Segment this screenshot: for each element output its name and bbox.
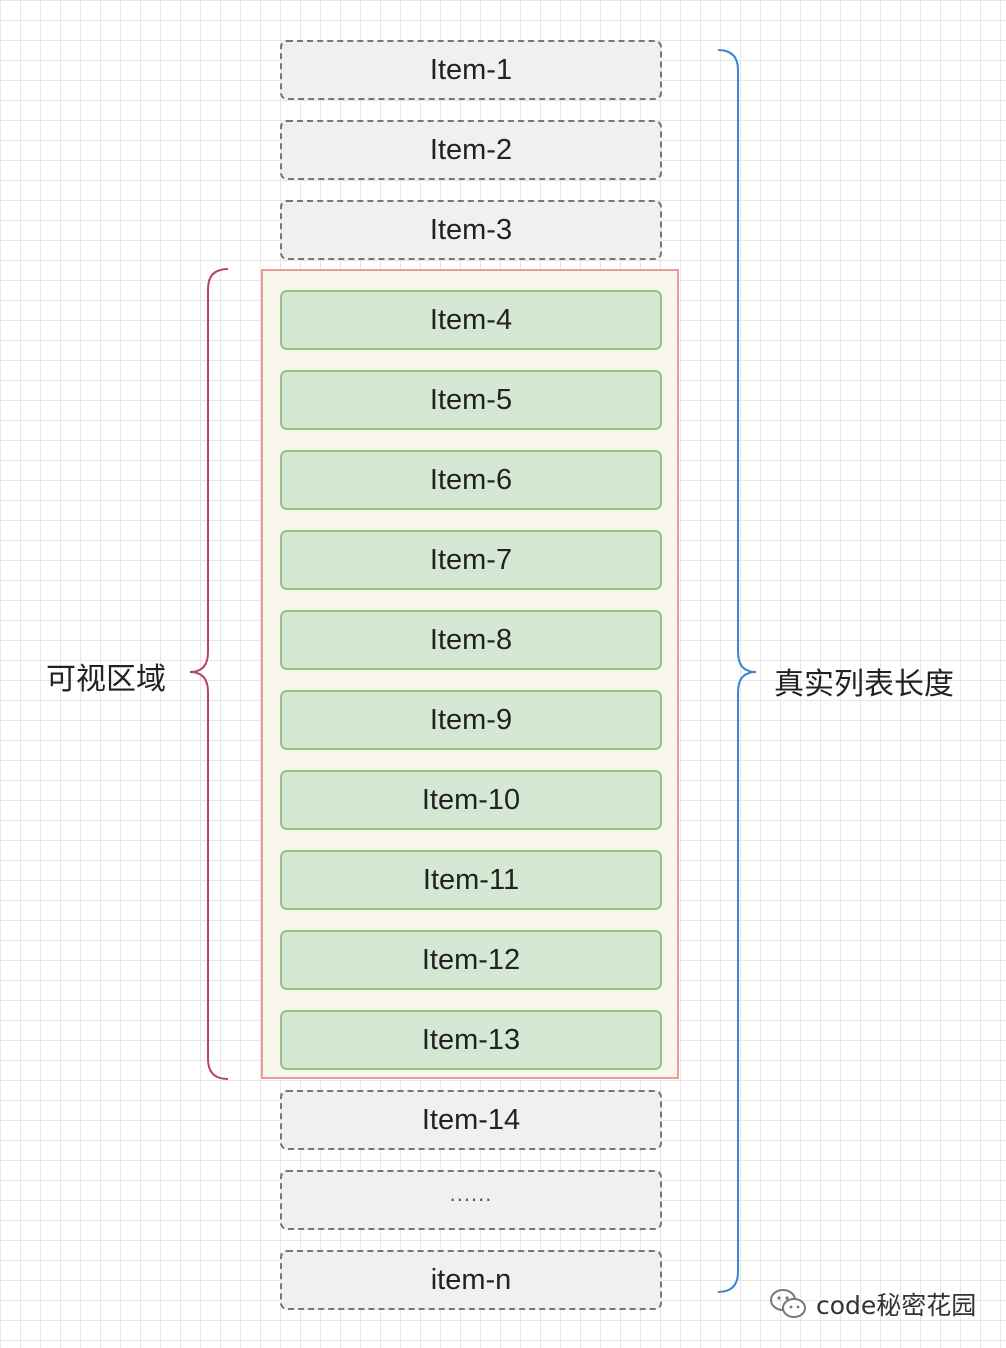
visible-list-item: Item-13 bbox=[280, 1010, 662, 1070]
list-item-label: Item-12 bbox=[421, 943, 521, 976]
visible-list-item: Item-11 bbox=[280, 850, 662, 910]
visible-list-item: Item-6 bbox=[280, 450, 662, 510]
hidden-list-item: Item-14 bbox=[280, 1090, 662, 1150]
visible-list-item: Item-12 bbox=[280, 930, 662, 990]
list-item-label: Item-7 bbox=[429, 543, 513, 576]
list-item-label: item-n bbox=[430, 1263, 512, 1296]
list-item-label: Item-11 bbox=[422, 863, 520, 896]
hidden-list-item: Item-3 bbox=[280, 200, 662, 260]
list-item-label: Item-13 bbox=[421, 1023, 521, 1056]
visible-area-brace bbox=[189, 268, 229, 1080]
list-item-label: Item-3 bbox=[429, 213, 513, 246]
visible-area-label: 可视区域 bbox=[46, 662, 166, 697]
visible-list-item: Item-10 bbox=[280, 770, 662, 830]
list-item-label: ...... bbox=[449, 1181, 493, 1206]
list-item-label: Item-8 bbox=[429, 623, 513, 656]
list-item-label: Item-5 bbox=[429, 383, 513, 416]
visible-list-item: Item-7 bbox=[280, 530, 662, 590]
real-list-length-label: 真实列表长度 bbox=[774, 667, 954, 702]
list-item-label: Item-14 bbox=[421, 1103, 521, 1136]
list-item-label: Item-9 bbox=[429, 703, 513, 736]
list-item-label: Item-4 bbox=[429, 303, 513, 336]
visible-list-item: Item-9 bbox=[280, 690, 662, 750]
list-item-label: Item-1 bbox=[429, 53, 513, 86]
list-item-label: Item-10 bbox=[421, 783, 521, 816]
list-item-label: Item-2 bbox=[429, 133, 513, 166]
hidden-list-item: ...... bbox=[280, 1170, 662, 1230]
real-length-brace bbox=[717, 49, 757, 1293]
hidden-list-item: Item-2 bbox=[280, 120, 662, 180]
watermark-text: code秘密花园 bbox=[816, 1291, 977, 1320]
hidden-list-item: item-n bbox=[280, 1250, 662, 1310]
wechat-icon bbox=[770, 1289, 806, 1318]
hidden-list-item: Item-1 bbox=[280, 40, 662, 100]
visible-list-item: Item-8 bbox=[280, 610, 662, 670]
list-item-label: Item-6 bbox=[429, 463, 513, 496]
visible-list-item: Item-5 bbox=[280, 370, 662, 430]
watermark: code秘密花园 bbox=[768, 1286, 976, 1322]
visible-list-item: Item-4 bbox=[280, 290, 662, 350]
